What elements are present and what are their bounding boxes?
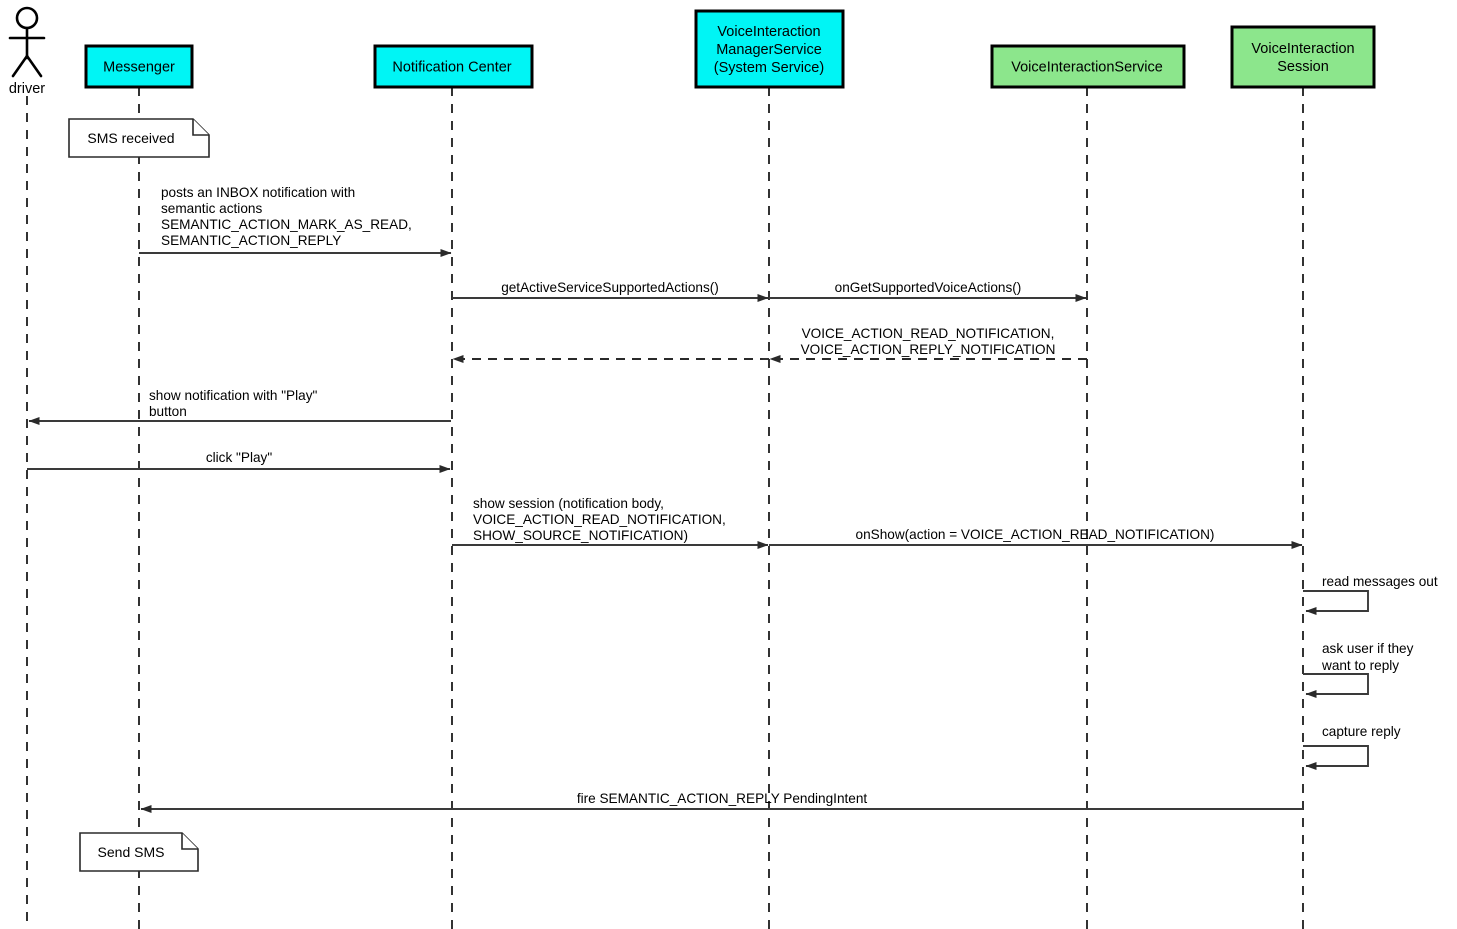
note-label: SMS received	[87, 130, 174, 146]
self-message-label: capture reply	[1322, 724, 1401, 739]
participant-label: VoiceInteraction	[1251, 41, 1354, 57]
participant-label: ManagerService	[716, 42, 822, 58]
self-message-label: ask user if they	[1322, 641, 1414, 656]
participant-label: Notification Center	[392, 60, 511, 76]
actor-driver[interactable]: driver	[8, 6, 46, 97]
participant-notification-center[interactable]: Notification Center	[373, 44, 534, 89]
self-message-arrow	[1303, 590, 1369, 615]
self-message-arrow	[1303, 745, 1369, 770]
participant-label: VoiceInteraction	[717, 24, 820, 40]
message-label: click "Play"	[206, 450, 272, 465]
participant-label: Messenger	[103, 60, 175, 76]
self-message-label: read messages out	[1322, 574, 1438, 589]
note-sms-received[interactable]: SMS received	[68, 118, 210, 158]
message-msg-return-voice-actions-to-vims[interactable]: VOICE_ACTION_READ_NOTIFICATION,VOICE_ACT…	[769, 326, 1087, 363]
participant-box	[373, 44, 534, 89]
message-label: show session (notification body,	[473, 496, 664, 511]
message-label: SEMANTIC_ACTION_MARK_AS_READ,	[161, 217, 412, 232]
actor-label: driver	[9, 81, 45, 97]
lifelines-layer	[26, 87, 1304, 929]
message-label: fire SEMANTIC_ACTION_REPLY PendingIntent	[577, 791, 868, 806]
message-msg-fire-semantic-action-reply-pending-intent[interactable]: fire SEMANTIC_ACTION_REPLY PendingIntent	[140, 791, 1303, 813]
message-label: SHOW_SOURCE_NOTIFICATION)	[473, 528, 688, 543]
participant-messenger[interactable]: Messenger	[84, 44, 194, 89]
message-msg-show-session[interactable]: show session (notification body,VOICE_AC…	[452, 496, 769, 549]
message-msg-click-play[interactable]: click "Play"	[27, 450, 451, 473]
messages-layer: posts an INBOX notification withsemantic…	[27, 185, 1303, 813]
message-label: onGetSupportedVoiceActions()	[835, 280, 1022, 295]
participant-label: VoiceInteractionService	[1011, 60, 1163, 76]
note-fold-corner-icon	[181, 833, 198, 850]
self-message-arrow	[1303, 673, 1369, 698]
note-send-sms[interactable]: Send SMS	[79, 832, 199, 872]
self-message-self-msg-capture-reply[interactable]: capture reply	[1303, 724, 1401, 770]
note-body	[68, 118, 210, 158]
actors-layer: driver	[8, 6, 46, 97]
message-label: onShow(action = VOICE_ACTION_READ_NOTIFI…	[856, 527, 1215, 542]
message-label: SEMANTIC_ACTION_REPLY	[161, 233, 341, 248]
message-msg-post-inbox-notification[interactable]: posts an INBOX notification withsemantic…	[139, 185, 452, 257]
self-message-label: want to reply	[1321, 658, 1399, 673]
message-label: semantic actions	[161, 201, 262, 216]
self-message-self-msg-read-messages-out[interactable]: read messages out	[1303, 574, 1438, 615]
participant-box	[1230, 25, 1376, 89]
participant-label: (System Service)	[714, 60, 824, 76]
message-label: show notification with "Play"	[149, 388, 317, 403]
message-label: getActiveServiceSupportedActions()	[501, 280, 719, 295]
note-label: Send SMS	[98, 844, 165, 860]
message-label: VOICE_ACTION_READ_NOTIFICATION,	[802, 326, 1055, 341]
message-msg-get-active-service-supported-actions[interactable]: getActiveServiceSupportedActions()	[452, 280, 769, 302]
participant-box	[84, 44, 194, 89]
message-label: posts an INBOX notification with	[161, 185, 355, 200]
message-label: button	[149, 404, 187, 419]
actor-leg-right	[25, 54, 43, 78]
participant-voice-interaction-service[interactable]: VoiceInteractionService	[990, 44, 1186, 89]
participant-label: Session	[1277, 59, 1329, 75]
self-messages-layer: read messages out ask user if they want to…	[1303, 574, 1438, 770]
actor-head-icon	[15, 6, 39, 30]
message-msg-show-notification-with-play-button[interactable]: show notification with "Play"button	[28, 388, 451, 425]
message-label: VOICE_ACTION_REPLY_NOTIFICATION	[801, 342, 1056, 357]
message-msg-on-show-action-read-notification[interactable]: onShow(action = VOICE_ACTION_READ_NOTIFI…	[769, 527, 1303, 549]
note-body	[79, 832, 199, 872]
message-label: VOICE_ACTION_READ_NOTIFICATION,	[473, 512, 726, 527]
message-msg-on-get-supported-voice-actions[interactable]: onGetSupportedVoiceActions()	[769, 280, 1087, 302]
participants-layer: Messenger Notification Center VoiceInterac…	[84, 9, 1376, 89]
actor-leg-left	[11, 54, 29, 78]
participant-box	[694, 9, 845, 89]
note-fold-corner-icon	[192, 119, 209, 136]
self-message-self-msg-ask-user-if-they-want-to-reply[interactable]: ask user if they want to reply	[1303, 641, 1414, 698]
participant-box	[990, 44, 1186, 89]
